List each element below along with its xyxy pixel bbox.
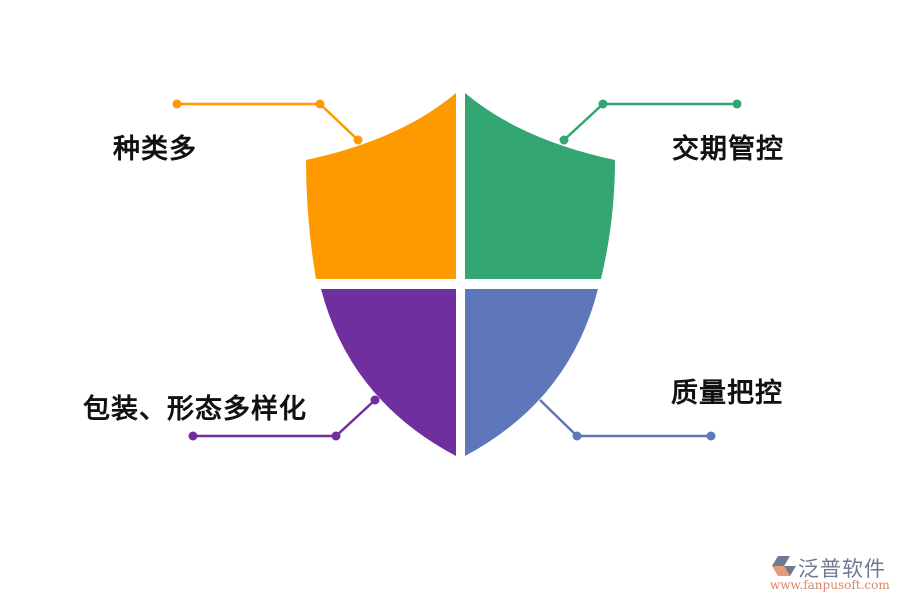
label-bottom-left: 包装、形态多样化 xyxy=(83,394,307,425)
connector-bottom-left xyxy=(188,395,380,441)
label-bottom-right: 质量把控 xyxy=(671,378,783,409)
label-top-right: 交期管控 xyxy=(672,134,784,165)
fanpu-logo-icon xyxy=(772,556,796,576)
watermark-name: 泛普软件 xyxy=(798,557,886,581)
connector-top-left xyxy=(172,99,363,145)
label-top-left: 种类多 xyxy=(113,134,197,165)
shield-quadrant-top-left xyxy=(306,93,456,279)
connector-top-right xyxy=(559,99,742,145)
shield-quadrant-bottom-right xyxy=(465,289,598,456)
watermark-logo: 泛普软件 www.fanpusoft.com xyxy=(770,553,895,595)
watermark-url: www.fanpusoft.com xyxy=(770,578,890,592)
shield-quadrant-top-right xyxy=(465,93,615,279)
shield-quadrant-bottom-left xyxy=(321,289,456,456)
connector-bottom-right xyxy=(539,399,716,441)
